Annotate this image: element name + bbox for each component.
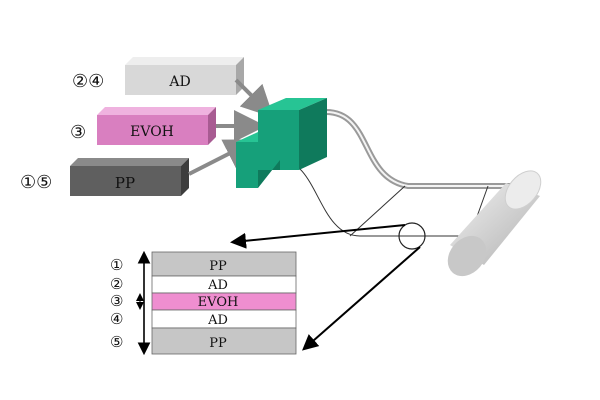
evoh-extruder-marker: ③ — [70, 122, 86, 143]
lower-pointer-arrow — [301, 246, 421, 351]
coextrusion-die — [236, 98, 327, 188]
layer-1 — [151, 251, 297, 277]
layer-2-number: ② — [110, 275, 123, 293]
pp-extruder-label: PP — [115, 174, 135, 192]
pp-extruder-marker: ①⑤ — [20, 172, 52, 193]
layer-stack: PP AD EVOH AD PP ① ② ③ ④ ⑤ — [110, 250, 297, 356]
evoh-extruder: EVOH — [97, 107, 216, 145]
pp-extruder: PP — [70, 158, 189, 196]
layer-3-label: EVOH — [198, 295, 239, 310]
layer-5-number: ⑤ — [110, 333, 123, 351]
layer-4-label: AD — [207, 313, 228, 328]
layer-1-number: ① — [110, 256, 123, 274]
evoh-extruder-label: EVOH — [130, 124, 174, 140]
layer-5-label: PP — [209, 336, 227, 351]
magnifier-circle — [398, 222, 426, 250]
layer-1-label: PP — [209, 259, 227, 274]
layer-5 — [151, 327, 297, 355]
layer-2-label: AD — [207, 278, 228, 293]
ad-feed-arrow — [234, 78, 274, 118]
layer-3-number: ③ — [110, 292, 123, 310]
ad-extruder: AD — [125, 57, 244, 95]
ad-extruder-label: AD — [168, 74, 190, 90]
layer-4-number: ④ — [110, 310, 123, 328]
upper-pointer-arrow — [230, 224, 406, 249]
roller — [447, 170, 542, 277]
ad-extruder-marker: ②④ — [72, 71, 104, 92]
